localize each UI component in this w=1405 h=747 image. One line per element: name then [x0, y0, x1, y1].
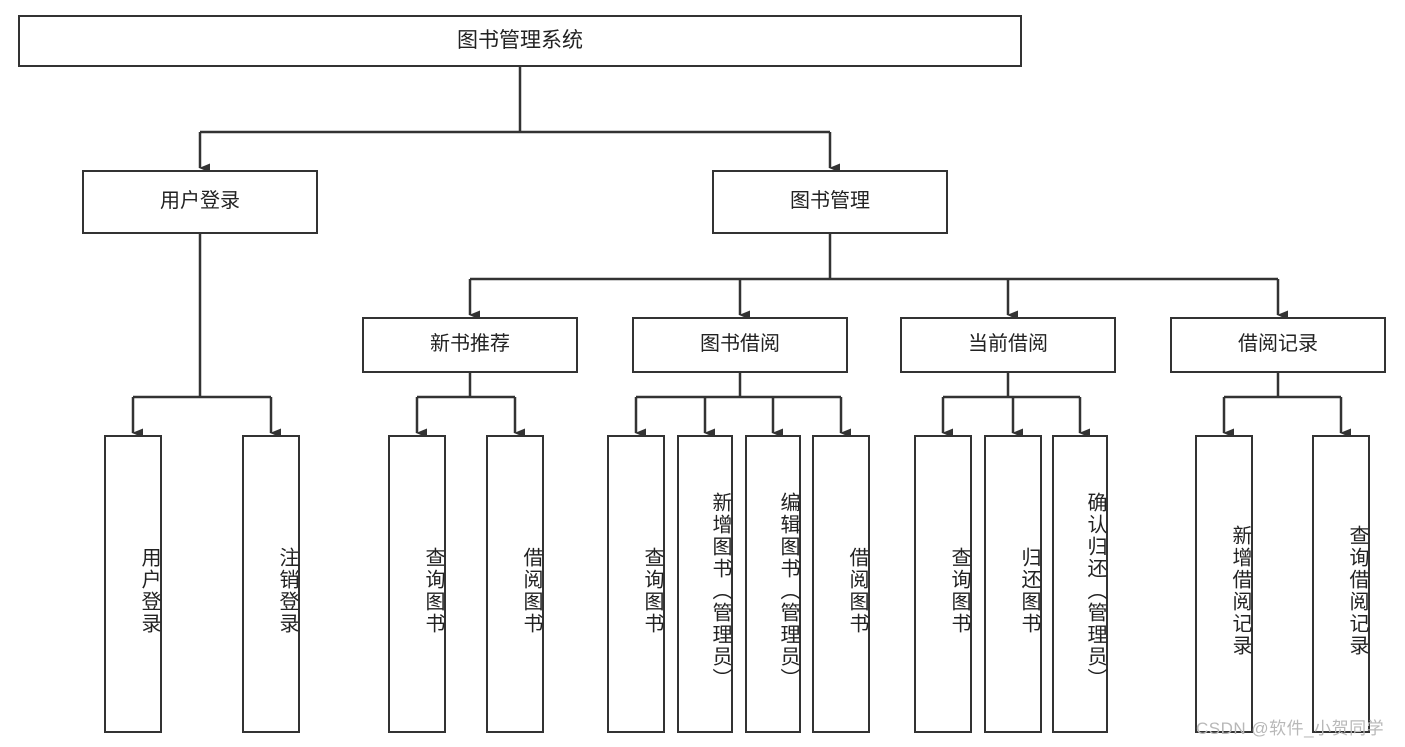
diagram-node-l9[interactable]: 查询图书 [914, 435, 972, 733]
diagram-node-n_current[interactable]: 当前借阅 [900, 317, 1116, 373]
diagram-node-l2[interactable]: 注销登录 [242, 435, 300, 733]
diagram-node-n_book[interactable]: 图书管理 [712, 170, 948, 234]
diagram-node-label: 图书管理 [790, 190, 870, 213]
diagram-node-label: 注销登录 [276, 547, 298, 635]
diagram-node-label: 图书管理系统 [457, 28, 583, 52]
diagram-node-l10[interactable]: 归还图书 [984, 435, 1042, 733]
diagram-node-n_new[interactable]: 新书推荐 [362, 317, 578, 373]
diagram-node-n_login[interactable]: 用户登录 [82, 170, 318, 234]
diagram-node-label: 当前借阅 [968, 333, 1048, 356]
diagram-node-label: 借阅记录 [1238, 333, 1318, 356]
diagram-node-n_borrow[interactable]: 图书借阅 [632, 317, 848, 373]
diagram-node-l3[interactable]: 查询图书 [388, 435, 446, 733]
diagram-node-l7[interactable]: 编辑图书（管理员） [745, 435, 801, 733]
diagram-node-label: 新书推荐 [430, 333, 510, 356]
diagram-node-l1[interactable]: 用户登录 [104, 435, 162, 733]
diagram-node-label: 查询图书 [422, 547, 444, 635]
diagram-node-label: 新增图书（管理员） [709, 492, 731, 690]
diagram-node-l5[interactable]: 查询图书 [607, 435, 665, 733]
diagram-node-label: 用户登录 [138, 547, 160, 635]
diagram-node-root[interactable]: 图书管理系统 [18, 15, 1022, 67]
diagram-node-l6[interactable]: 新增图书（管理员） [677, 435, 733, 733]
diagram-node-l12[interactable]: 新增借阅记录 [1195, 435, 1253, 733]
diagram-node-label: 查询图书 [641, 547, 663, 635]
diagram-node-n_record[interactable]: 借阅记录 [1170, 317, 1386, 373]
diagram-node-label: 查询图书 [948, 547, 970, 635]
diagram-node-label: 用户登录 [160, 190, 240, 213]
csdn-watermark: CSDN @软件_小贺同学 [1196, 719, 1385, 738]
diagram-node-l4[interactable]: 借阅图书 [486, 435, 544, 733]
diagram-node-label: 借阅图书 [520, 547, 542, 635]
diagram-node-label: 编辑图书（管理员） [777, 492, 799, 690]
diagram-node-l8[interactable]: 借阅图书 [812, 435, 870, 733]
diagram-node-label: 归还图书 [1018, 547, 1040, 635]
diagram-node-l13[interactable]: 查询借阅记录 [1312, 435, 1370, 733]
diagram-node-label: 新增借阅记录 [1229, 525, 1251, 657]
diagram-node-label: 确认归还（管理员） [1084, 492, 1106, 690]
diagram-node-label: 图书借阅 [700, 333, 780, 356]
diagram-node-l11[interactable]: 确认归还（管理员） [1052, 435, 1108, 733]
diagram-node-label: 查询借阅记录 [1346, 525, 1368, 657]
diagram-node-label: 借阅图书 [846, 547, 868, 635]
